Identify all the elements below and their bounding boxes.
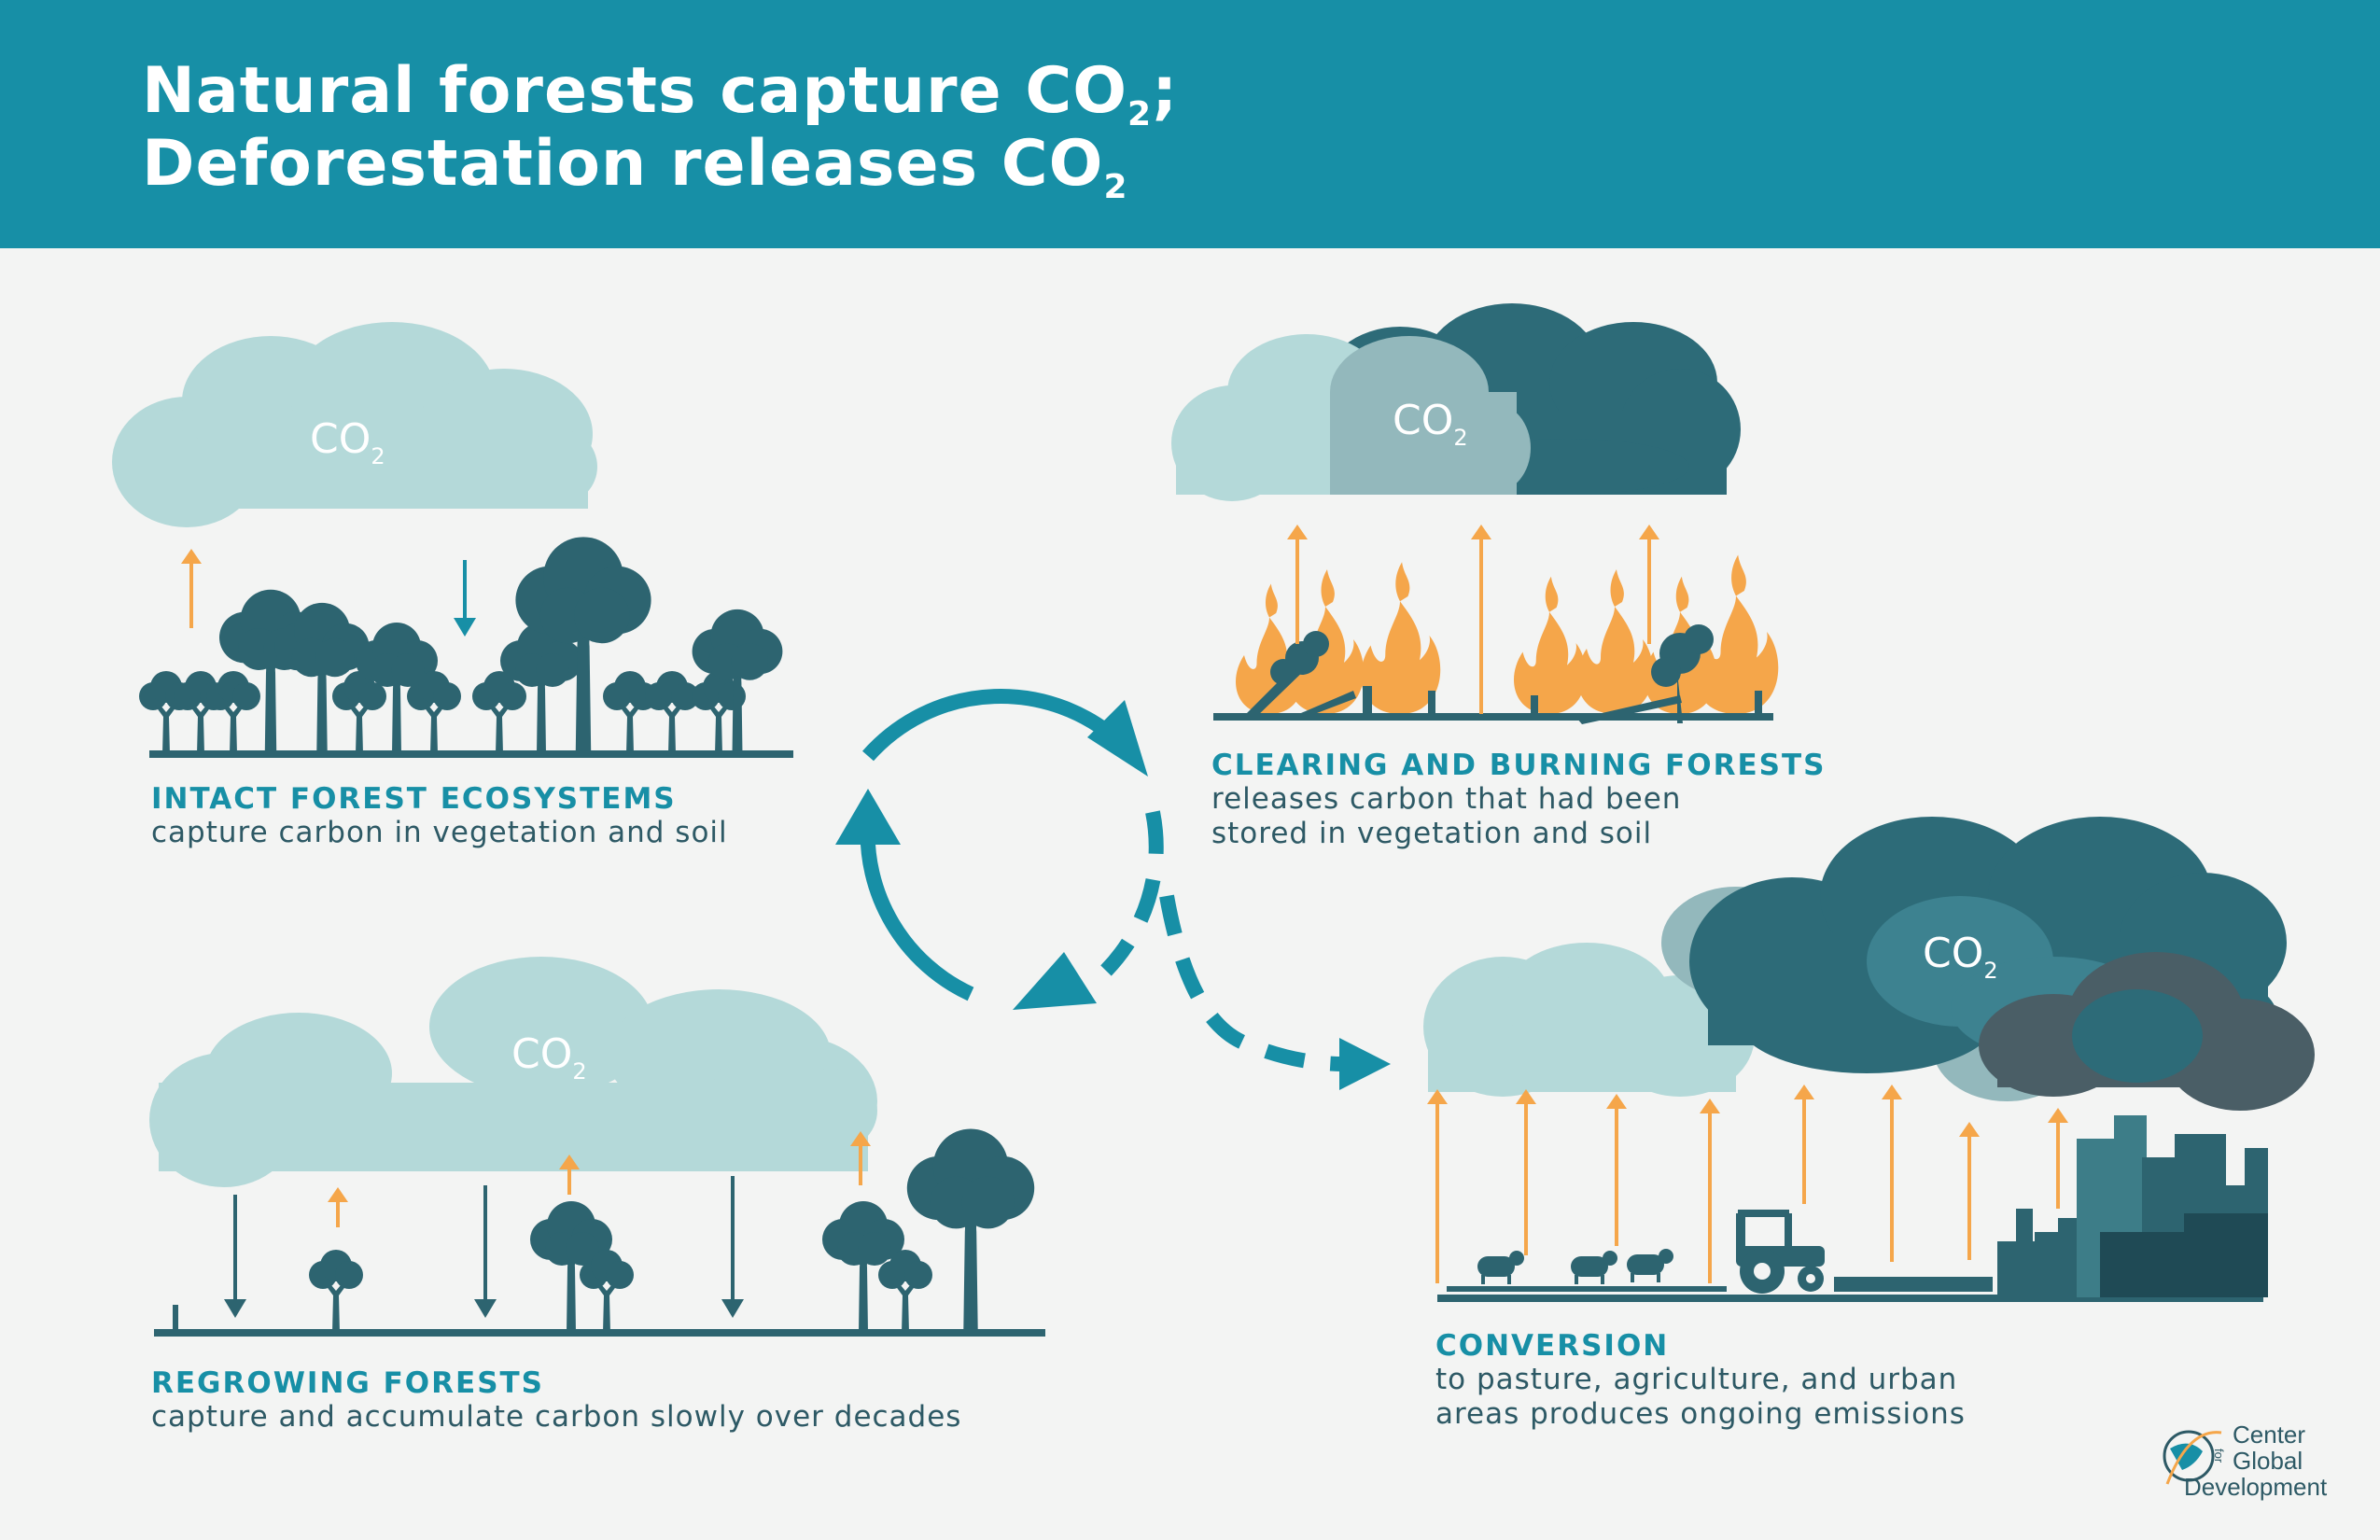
regrowing-arrows xyxy=(224,1131,871,1318)
co2-label-clearing: CO2 xyxy=(1393,397,1468,451)
intact-forest-trees xyxy=(139,537,793,758)
title-line-2: Deforestation releases CO2 xyxy=(142,127,1128,206)
conversion-heading: CONVERSION xyxy=(1435,1329,1670,1363)
conversion-arrows xyxy=(1427,1085,2068,1283)
co2-label-intact: CO2 xyxy=(310,415,385,469)
logo-line-development: Development xyxy=(2184,1473,2328,1501)
title-line-1: Natural forests capture CO2; xyxy=(142,54,1179,133)
conversion-description: to pasture, agriculture, and urban areas… xyxy=(1435,1363,1966,1431)
fallen-trees xyxy=(1213,624,1773,724)
intact-description: capture carbon in vegetation and soil xyxy=(151,816,728,849)
clearing-clouds xyxy=(1171,303,1741,501)
regrowing-cloud xyxy=(149,957,877,1187)
logo-line-global: Global xyxy=(2233,1447,2303,1475)
regrowing-trees xyxy=(154,1128,1045,1337)
clearing-heading: CLEARING AND BURNING FORESTS xyxy=(1211,749,1827,782)
intact-forest-cloud xyxy=(112,322,597,527)
clearing-arrows xyxy=(1287,525,1659,714)
header-banner: Natural forests capture CO2; Deforestati… xyxy=(0,0,2380,248)
regrowing-heading: REGROWING FORESTS xyxy=(151,1366,545,1400)
tractor-icon xyxy=(1736,1210,1825,1294)
cycle-arrowheads xyxy=(835,700,1391,1090)
intact-heading: INTACT FOREST ECOSYSTEMS xyxy=(151,782,677,816)
co2-label-regrowing: CO2 xyxy=(511,1030,587,1085)
logo-line-center: Center xyxy=(2233,1421,2306,1449)
clearing-description: releases carbon that had been stored in … xyxy=(1211,782,1682,850)
regrowing-description: capture and accumulate carbon slowly ove… xyxy=(151,1400,962,1434)
conversion-ground xyxy=(1437,1115,2268,1302)
conversion-clouds xyxy=(1423,817,2315,1111)
globe-logo-icon xyxy=(2163,1430,2222,1485)
city-buildings xyxy=(1997,1115,2268,1297)
cycle-arrows xyxy=(860,688,1345,1071)
co2-label-conversion: CO2 xyxy=(1923,930,1998,984)
intact-forest-arrows xyxy=(181,549,476,637)
logo-line-for: for xyxy=(2212,1449,2226,1463)
